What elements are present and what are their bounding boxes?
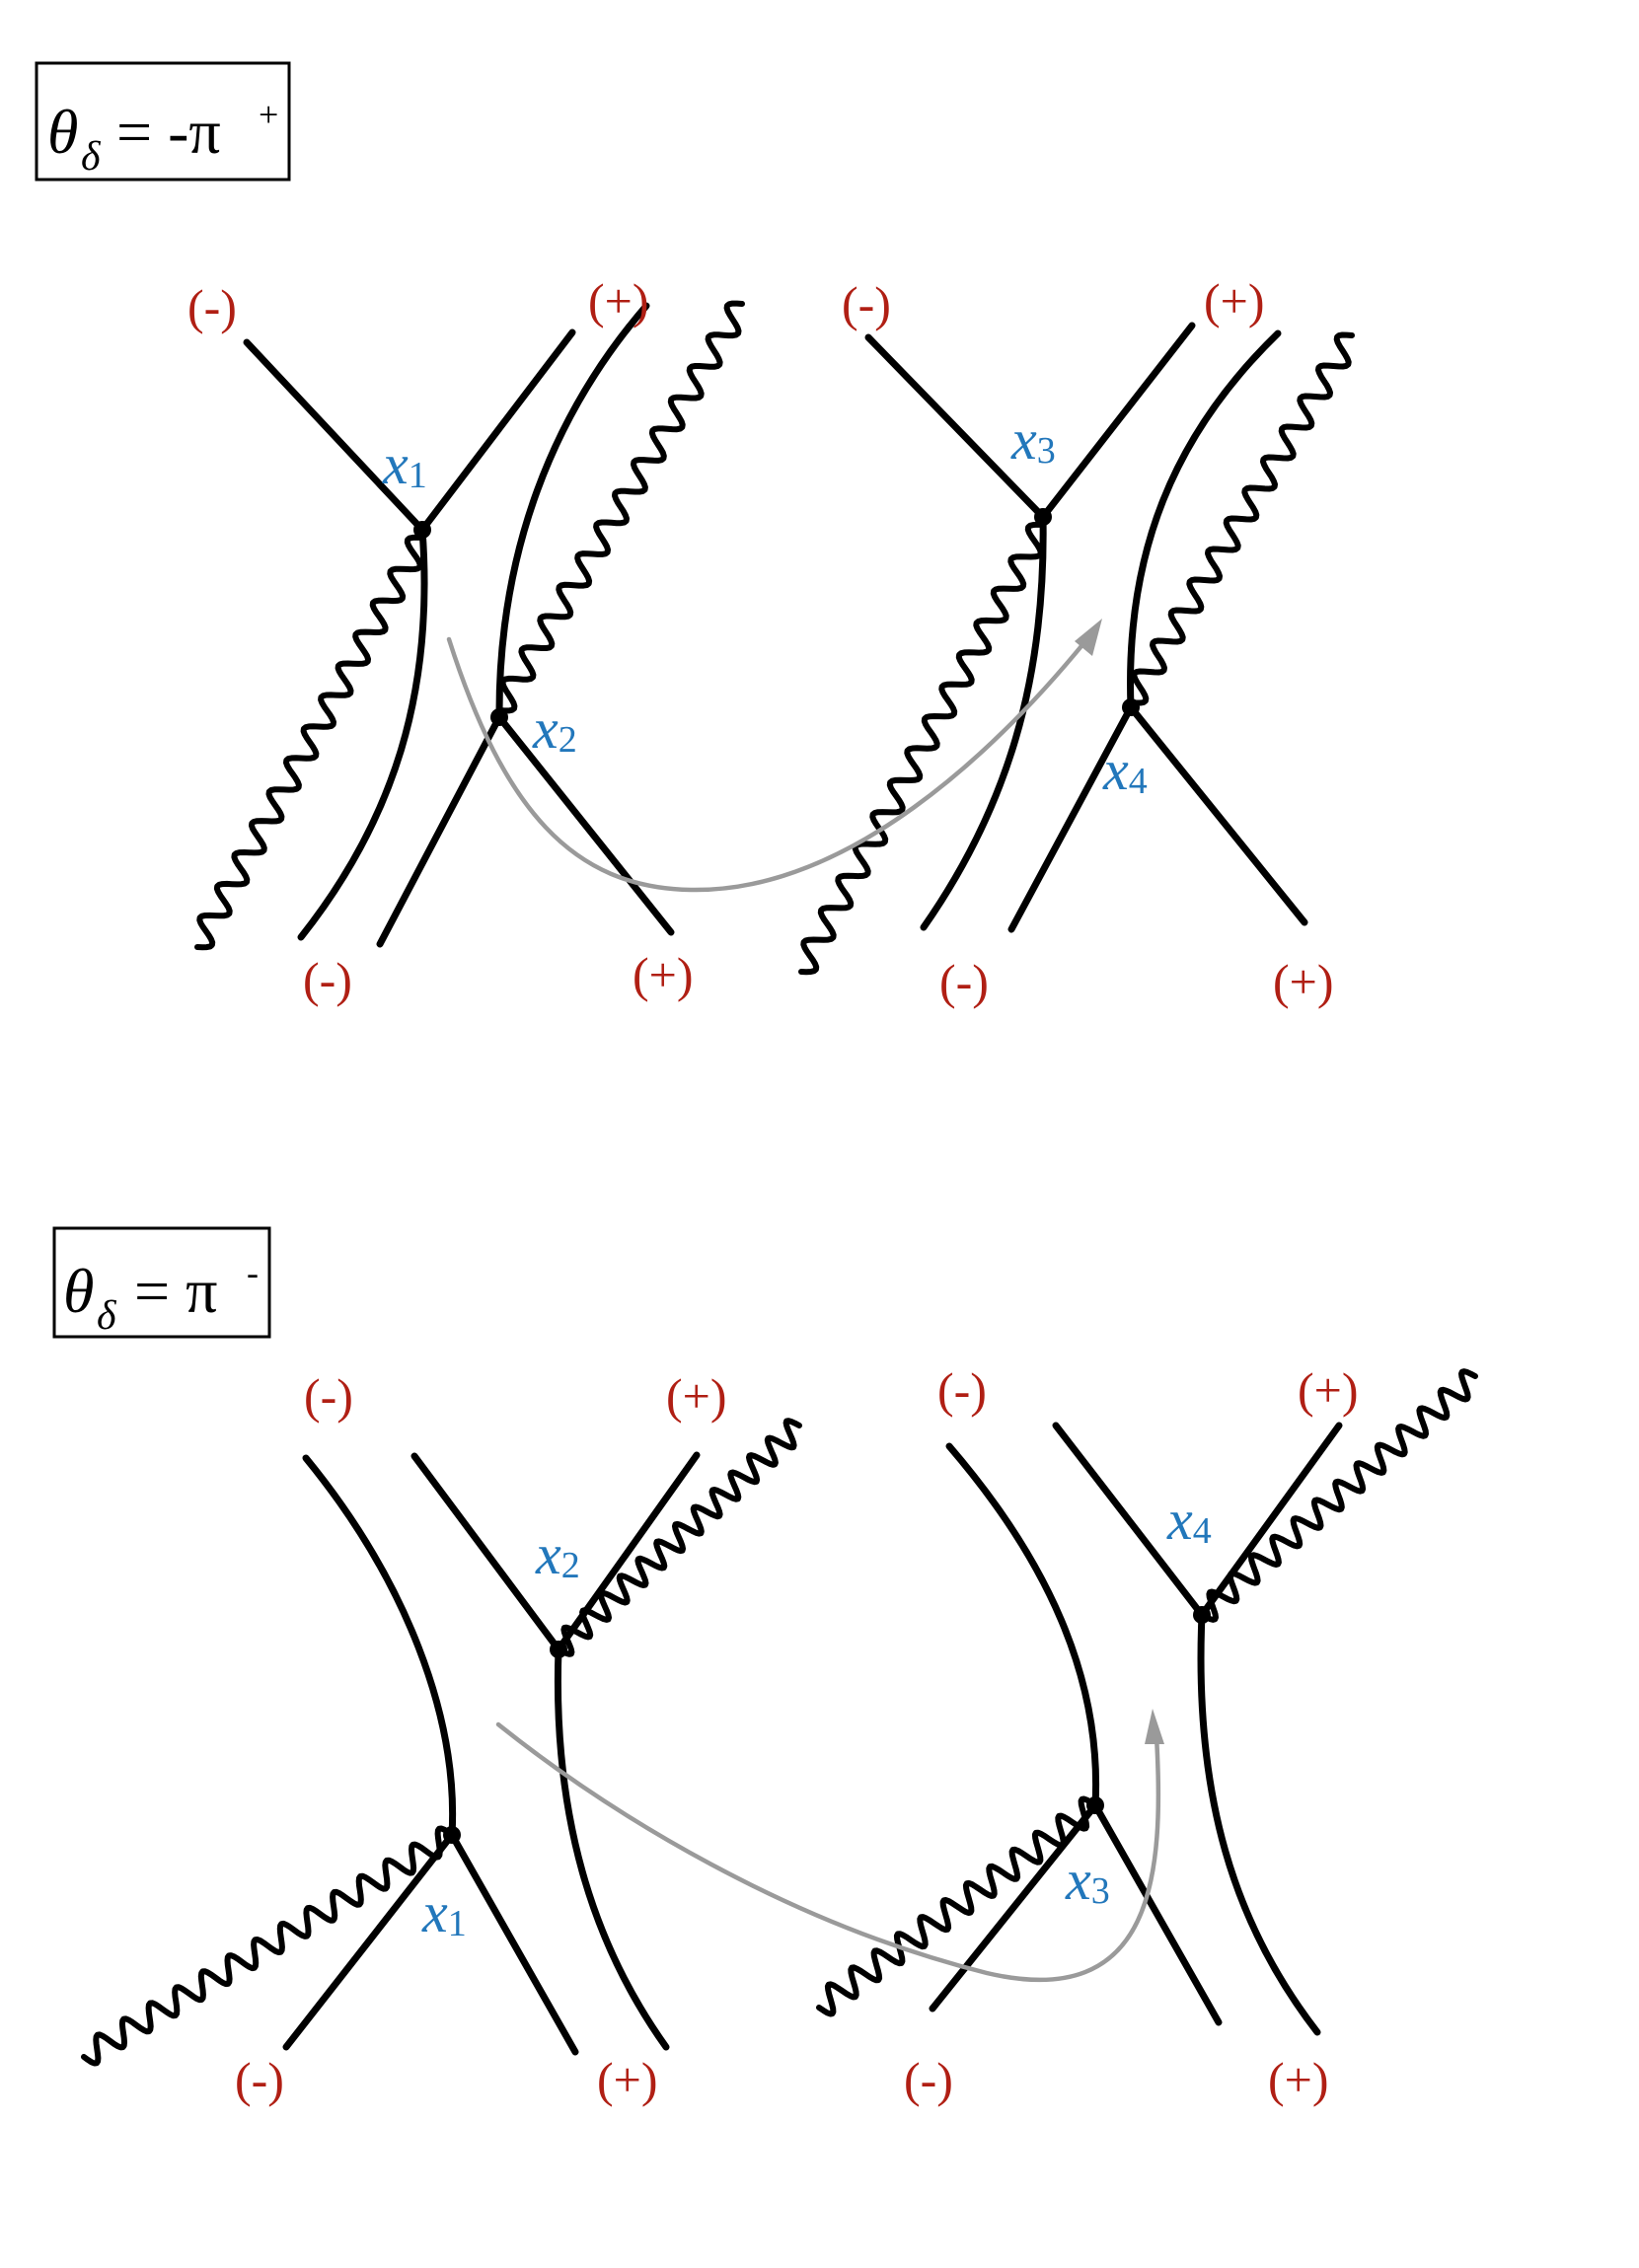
line-x4-upper-right <box>1198 1422 1343 1619</box>
line-x2-lower-curve <box>554 1646 670 2051</box>
photon-x3 <box>816 1795 1098 2017</box>
photon-x1 <box>81 1825 455 2067</box>
line-x3-upper-curve <box>945 1442 1100 1809</box>
sign-label: (-) <box>939 954 989 1009</box>
vertex-dot-x4 <box>1122 698 1140 716</box>
sign-label: (+) <box>633 947 694 1002</box>
vertex-label-x4: x4 <box>1102 738 1148 802</box>
sign-label: (+) <box>666 1368 727 1424</box>
vertex-label-x3: x3 <box>1010 407 1056 472</box>
line-x3-lower-right <box>1091 1801 1223 2026</box>
sign-label: (+) <box>1298 1362 1359 1418</box>
vertex-dot-x4 <box>1193 1606 1211 1624</box>
vertex-label-x1: x1 <box>421 1880 467 1944</box>
vertex-dot-x3 <box>1086 1796 1104 1814</box>
line-x3-lower-curve <box>920 513 1047 931</box>
vertex-dot-x2 <box>490 708 508 726</box>
vertex-label-x2: x2 <box>532 696 577 761</box>
line-x4-lower-right <box>1127 703 1308 926</box>
contour-arrowhead-bottom <box>1145 1709 1164 1744</box>
line-x1-lower-curve <box>297 526 428 941</box>
panel-bottom-title-subscript: δ <box>97 1293 117 1339</box>
photon-x3 <box>798 521 1046 976</box>
line-x1-upper-left <box>243 338 426 534</box>
contour-arrowhead-top <box>1075 619 1102 656</box>
sign-label: (-) <box>304 1368 353 1424</box>
line-x4-upper-left <box>1052 1422 1206 1619</box>
line-x2-upper-curve <box>495 302 650 721</box>
vertex-label-x4: x4 <box>1166 1488 1212 1552</box>
sign-label: (+) <box>597 2052 658 2107</box>
panel-bottom-title: θ δ = π - <box>52 1226 271 1339</box>
photon-x2 <box>496 300 745 714</box>
vertex-label-x1: x1 <box>382 432 427 496</box>
vertex-dot-x3 <box>1034 508 1052 526</box>
photon-x4 <box>1199 1368 1478 1623</box>
panel-top-title-box <box>35 61 291 182</box>
sign-label: (+) <box>588 273 649 329</box>
vertex-dot-x1 <box>413 521 431 539</box>
line-x3-upper-left <box>864 333 1047 521</box>
line-x4-lower-left <box>1007 703 1135 933</box>
panel-top-title-subscript: δ <box>81 134 102 180</box>
sign-label: (-) <box>187 279 237 334</box>
photon-x4 <box>1128 331 1355 706</box>
sign-label: (-) <box>303 952 352 1007</box>
sign-label: (+) <box>1273 954 1334 1009</box>
contour-arrow-bottom <box>495 1721 1161 1983</box>
panel-bottom: θ δ = π - x2 x1 x4 <box>52 1226 1478 2107</box>
line-x2-lower-right <box>495 713 675 936</box>
vertex-dot-x1 <box>443 1826 461 1844</box>
sign-label: (-) <box>904 2052 953 2107</box>
line-x1-lower-left <box>282 1831 456 2051</box>
sign-label: (-) <box>937 1362 987 1418</box>
panel-bottom-title-equals: = π <box>134 1256 217 1326</box>
panel-top-title-theta: θ <box>47 97 78 167</box>
line-x1-upper-curve <box>302 1454 457 1839</box>
panel-top-title-superscript: + <box>259 95 278 134</box>
sign-label: (-) <box>842 276 891 331</box>
vertex-label-x3: x3 <box>1065 1848 1110 1912</box>
contour-arrow-top <box>446 636 1088 893</box>
line-x1-lower-right <box>448 1831 579 2056</box>
panel-bottom-title-box <box>52 1226 271 1339</box>
vertex-label-x2: x2 <box>535 1522 580 1586</box>
panel-bottom-title-theta: θ <box>63 1256 94 1326</box>
sign-label: (+) <box>1204 273 1265 329</box>
panel-top-title: θ δ = -π + <box>35 61 291 182</box>
line-x2-lower-left <box>376 713 503 948</box>
line-x4-upper-curve <box>1127 329 1282 711</box>
photon-x2 <box>556 1418 802 1657</box>
vertex-dot-x2 <box>550 1641 567 1658</box>
line-x3-lower-left <box>929 1801 1099 2012</box>
line-x2-upper-left <box>410 1452 562 1653</box>
panel-top: θ δ = -π + x1 x2 x3 <box>35 61 1355 1009</box>
line-x1-upper-right <box>418 329 576 534</box>
panel-top-title-equals: = -π <box>116 97 221 167</box>
photon-x1 <box>194 534 425 951</box>
line-x4-lower-curve <box>1197 1611 1321 2036</box>
sign-label: (+) <box>1268 2052 1329 2107</box>
sign-label: (-) <box>235 2052 284 2107</box>
panel-bottom-title-superscript: - <box>247 1253 259 1292</box>
line-x3-upper-right <box>1039 322 1196 521</box>
